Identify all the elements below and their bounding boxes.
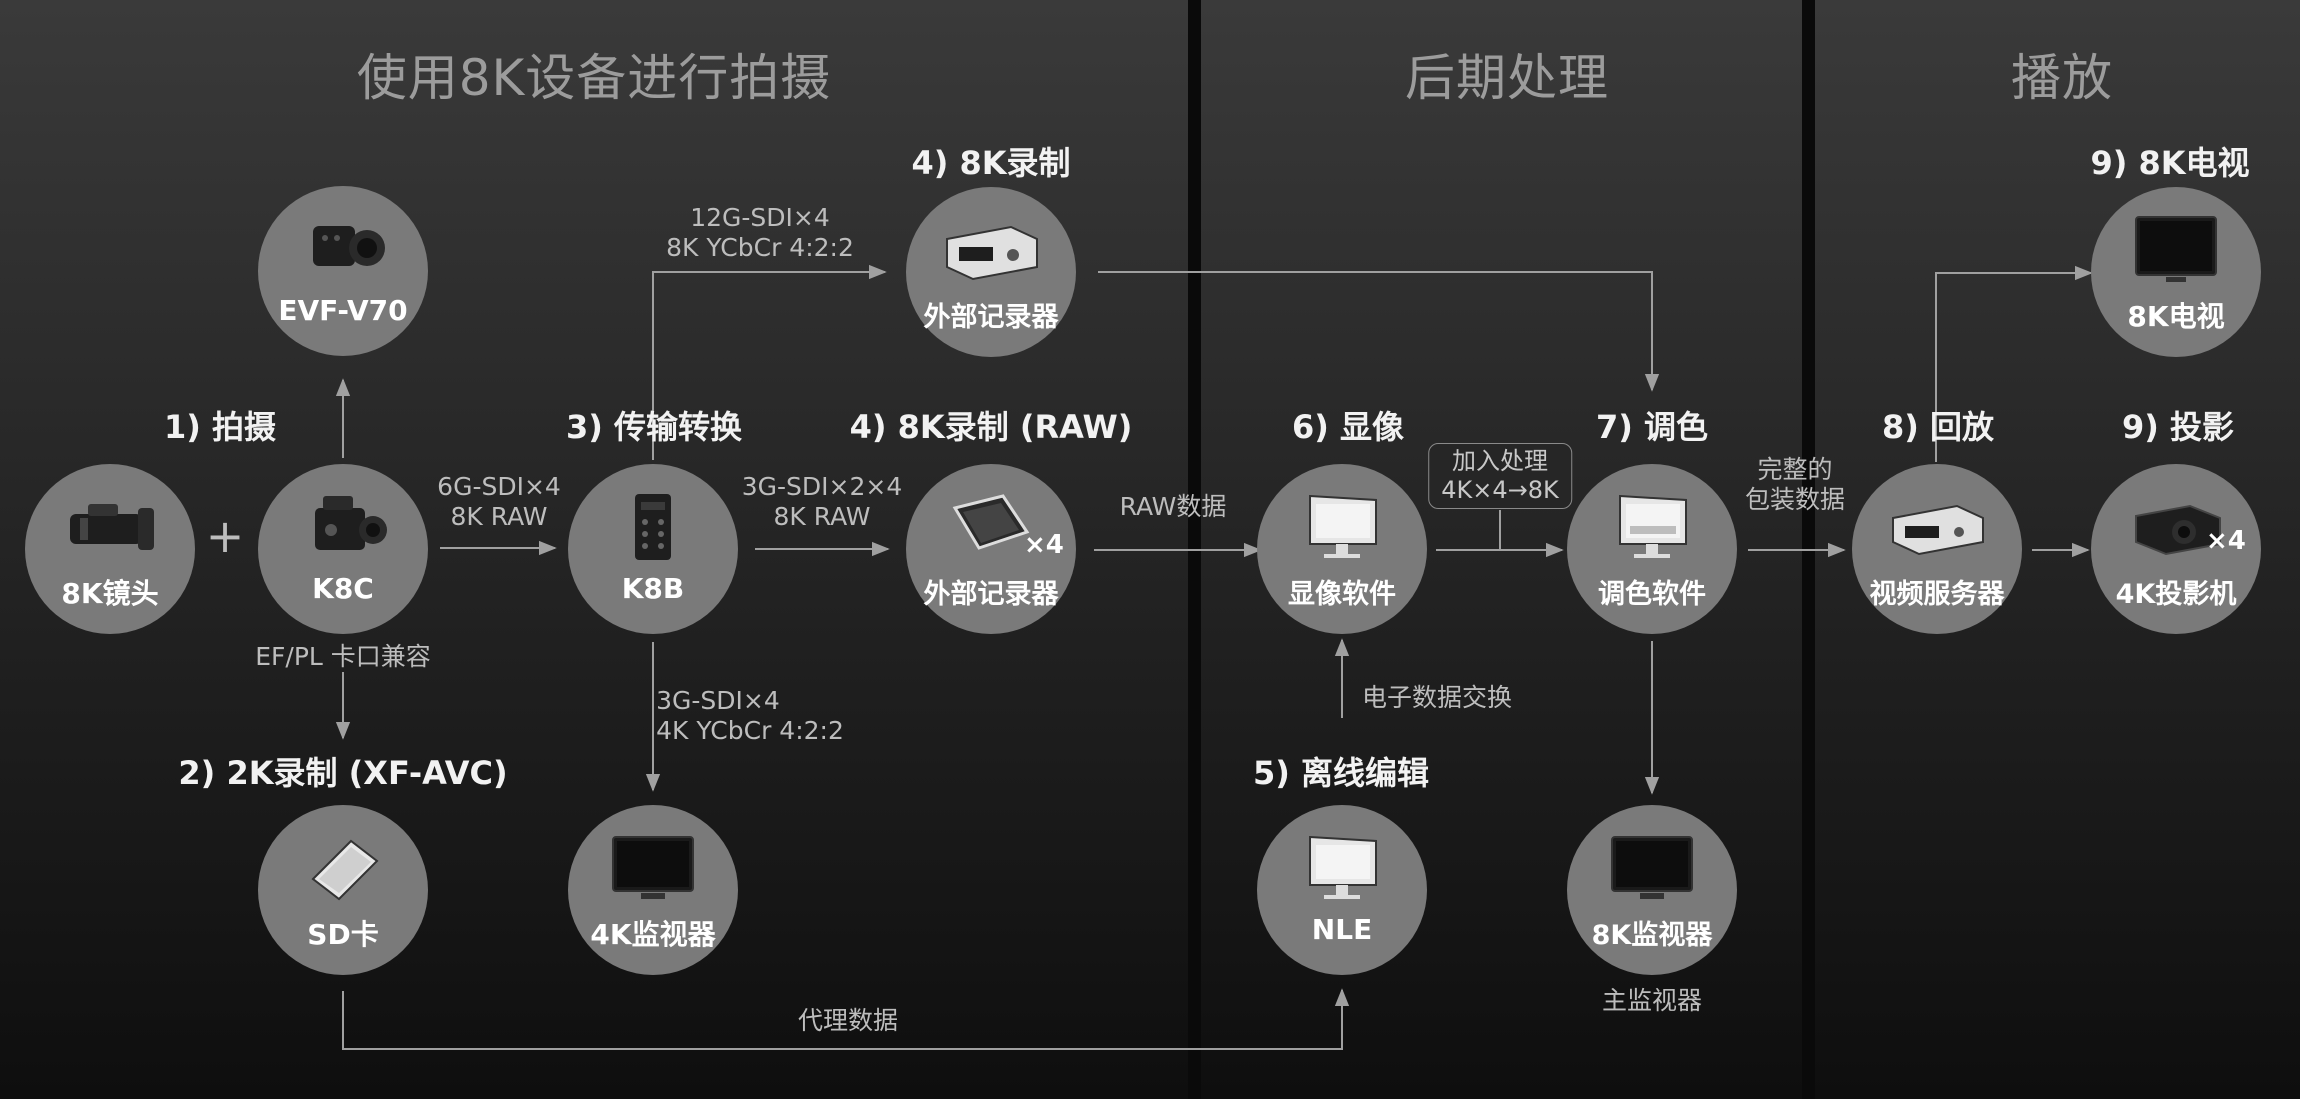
step-grade: 7) 调色	[1595, 408, 1709, 446]
label-main-monitor: 主监视器	[1601, 986, 1703, 1015]
projector-icon	[2135, 504, 2221, 556]
monitor-icon	[612, 836, 694, 899]
converter-box-icon	[635, 494, 671, 560]
server-icon	[1892, 504, 1984, 556]
monitor-icon	[1611, 836, 1693, 899]
lens-icon	[70, 504, 154, 550]
node-4k-monitor: 4K监视器	[568, 805, 738, 975]
step-playback: 8) 回放	[1881, 408, 1995, 446]
multiplier-projector: ×4	[2206, 526, 2246, 556]
node-4k-projector: 4K投影机	[2091, 464, 2261, 634]
arrow-proxy-sd-to-nle	[342, 988, 1350, 1050]
recorder-monitor-icon	[952, 494, 1030, 550]
step-transfer: 3) 传输转换	[565, 408, 743, 446]
step-2k-record: 2) 2K录制 (XF-AVC)	[178, 754, 508, 792]
node-nle: NLE	[1257, 805, 1427, 975]
recorder-icon	[946, 225, 1038, 281]
step-offline-edit: 5) 离线编辑	[1252, 754, 1430, 792]
tv-icon	[2135, 216, 2217, 282]
node-external-recorder-raw: 外部记录器	[906, 464, 1076, 634]
node-evf: EVF-V70	[258, 186, 428, 356]
arrow-k8b-to-recorder-sdi	[652, 264, 887, 460]
computer-monitor-icon	[1619, 494, 1687, 558]
label-proxy-data: 代理数据	[797, 1006, 899, 1035]
section-title-post: 后期处理	[1405, 49, 1609, 107]
multiplier-recorder: ×4	[1024, 530, 1064, 560]
node-sd-card: SD卡	[258, 805, 428, 975]
camera-icon	[315, 496, 387, 550]
step-develop: 6) 显像	[1291, 408, 1405, 446]
node-external-recorder-sdi: 外部记录器	[906, 187, 1076, 357]
label-edl: 电子数据交换	[1361, 683, 1513, 712]
node-8k-monitor: 8K监视器	[1567, 805, 1737, 975]
step-8k-record-raw: 4) 8K录制 (RAW)	[849, 408, 1133, 446]
computer-monitor-icon	[1309, 494, 1377, 558]
label-mount: EF/PL 卡口兼容	[255, 642, 431, 671]
label-raw-data: RAW数据	[1119, 492, 1227, 521]
step-8k-record: 4) 8K录制	[911, 144, 1071, 182]
section-title-capture: 使用8K设备进行拍摄	[356, 49, 832, 107]
arrow-recorder-sdi-to-grade	[1098, 271, 1660, 392]
node-8k-tv: 8K电视	[2091, 187, 2261, 357]
sd-card-icon	[311, 839, 379, 901]
viewfinder-icon	[313, 226, 385, 266]
section-title-playback: 播放	[2011, 49, 2113, 107]
node-grading-software: 调色软件	[1567, 464, 1737, 634]
step-shoot: 1) 拍摄	[163, 408, 277, 446]
computer-monitor-icon	[1309, 835, 1377, 899]
node-8k-lens: 8K镜头	[25, 464, 195, 634]
plus-sign: +	[205, 509, 245, 563]
node-k8b: K8B	[568, 464, 738, 634]
step-8k-tv: 9) 8K电视	[2090, 144, 2250, 182]
node-k8c-camera: K8C	[258, 464, 428, 634]
node-video-server: 视频服务器	[1852, 464, 2022, 634]
step-projection: 9) 投影	[2121, 408, 2235, 446]
label-package-data: 完整的包装数据	[1744, 455, 1846, 514]
node-develop-software: 显像软件	[1257, 464, 1427, 634]
arrow-server-to-tv	[1935, 265, 2093, 462]
